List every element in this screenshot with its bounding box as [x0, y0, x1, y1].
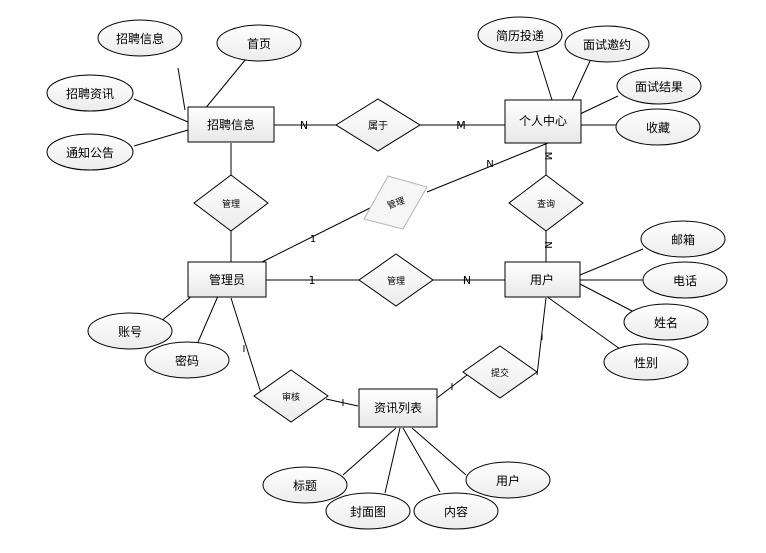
- attr-cover-label: 封面图: [350, 505, 386, 519]
- entity-user: 用户: [504, 261, 581, 298]
- attr-content-label: 内容: [444, 504, 468, 519]
- attr-notice-label: 通知公告: [66, 146, 114, 160]
- attr-interview-invite-label: 面试邀约: [583, 37, 631, 52]
- entity-recruit-info: 招聘信息: [187, 106, 275, 143]
- card-admin-manage-user-right: N: [463, 274, 471, 287]
- attr-cover: 封面图: [325, 492, 411, 530]
- attr-interview-invite: 面试邀约: [564, 25, 650, 63]
- entity-personal-center: 个人中心: [504, 99, 582, 144]
- entity-personal-center-label: 个人中心: [519, 113, 567, 128]
- attr-name-label: 姓名: [654, 315, 678, 330]
- card-user-query-bottom: N: [542, 241, 553, 248]
- rel-query: 查询: [508, 174, 584, 232]
- attr-news-user-label: 用户: [496, 473, 520, 488]
- attr-home-label: 首页: [247, 37, 271, 51]
- attr-news-user: 用户: [465, 461, 551, 499]
- card-belongs-right: M: [456, 119, 466, 132]
- attr-password-label: 密码: [175, 353, 199, 368]
- attr-recruit-info: 招聘信息: [97, 19, 183, 57]
- rel-manage-center: 管理: [363, 175, 428, 230]
- attr-resume-delivery: 简历投递: [477, 16, 563, 54]
- entity-news-list: 资讯列表: [358, 388, 438, 428]
- card-center-manage-top: N: [486, 159, 493, 170]
- card-admin-manage-user-left: 1: [309, 274, 316, 287]
- entities: 招聘信息 个人中心 管理员 用户 资讯列表: [187, 99, 582, 428]
- attr-favorite-label: 收藏: [646, 121, 670, 135]
- entity-recruit-info-label: 招聘信息: [207, 117, 255, 132]
- attr-phone-label: 电话: [673, 274, 697, 288]
- rel-belongs: 属于: [335, 98, 421, 152]
- rel-belongs-label: 属于: [368, 120, 388, 132]
- attr-phone: 电话: [642, 261, 728, 299]
- card-submit-news: I: [451, 382, 454, 393]
- entity-admin-label: 管理员: [209, 272, 245, 287]
- attr-resume-delivery-label: 简历投递: [496, 28, 544, 43]
- card-center-query-top: M: [542, 152, 553, 161]
- attr-title-label: 标题: [293, 479, 317, 493]
- relationships: 属于 管理 管理 查询 管理 审核 提交: [193, 98, 584, 423]
- attr-favorite: 收藏: [615, 108, 701, 146]
- rel-manage-recruit: 管理: [193, 174, 269, 232]
- attr-gender: 性别: [603, 343, 689, 381]
- rel-query-label: 查询: [537, 198, 555, 210]
- attr-notice: 通知公告: [46, 133, 134, 171]
- attributes: 招聘信息 首页 招聘资讯 通知公告 简历投递 面试邀约 面试结果 收藏: [46, 16, 728, 530]
- attr-password: 密码: [144, 341, 230, 379]
- attr-gender-label: 性别: [634, 356, 658, 370]
- attr-account: 账号: [87, 312, 173, 350]
- entity-news-list-label: 资讯列表: [374, 401, 422, 415]
- rel-manage-user-label: 管理: [387, 275, 405, 287]
- rel-manage-recruit-label: 管理: [222, 198, 240, 210]
- card-submit-user: I: [541, 332, 544, 343]
- attr-title: 标题: [262, 466, 348, 504]
- card-belongs-left: N: [300, 119, 308, 132]
- attr-interview-result: 面试结果: [616, 67, 702, 105]
- attr-account-label: 账号: [118, 325, 142, 339]
- entity-admin: 管理员: [187, 261, 267, 298]
- attr-email: 邮箱: [640, 220, 726, 258]
- rel-review-label: 审核: [282, 391, 300, 403]
- cardinality-labels: N M N 1 M N 1 N I I I I: [243, 119, 553, 409]
- card-review-news: I: [342, 398, 345, 409]
- attr-recruit-news: 招聘资讯: [46, 74, 134, 112]
- card-center-manage-bottom: 1: [310, 234, 316, 245]
- rel-review: 审核: [253, 369, 329, 423]
- attr-interview-result-label: 面试结果: [635, 79, 683, 94]
- attr-content: 内容: [413, 492, 499, 530]
- attr-home: 首页: [216, 24, 302, 62]
- rel-manage-user: 管理: [358, 253, 434, 307]
- attr-recruit-info-label: 招聘信息: [116, 31, 164, 46]
- attr-name: 姓名: [623, 303, 709, 341]
- attr-recruit-news-label: 招聘资讯: [66, 87, 114, 101]
- rel-submit: 提交: [462, 345, 538, 399]
- attr-email-label: 邮箱: [671, 232, 695, 247]
- card-review-admin: I: [243, 344, 246, 355]
- rel-submit-label: 提交: [491, 367, 509, 379]
- entity-user-label: 用户: [530, 272, 554, 287]
